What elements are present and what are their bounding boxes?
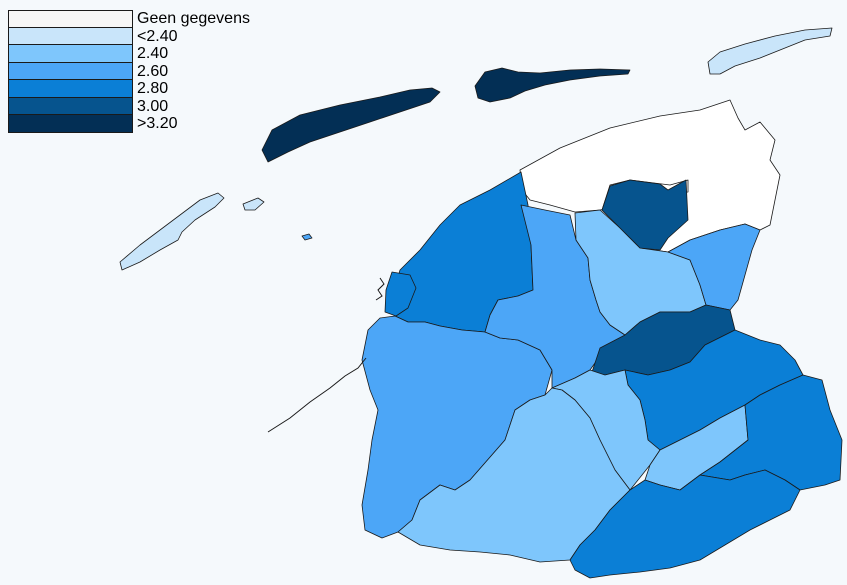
harlingen — [384, 271, 417, 317]
legend-label: 2.40 — [137, 45, 169, 63]
legend-item: 3.00 — [8, 97, 250, 115]
legend-swatch — [8, 97, 133, 115]
legend-label: 2.60 — [137, 62, 169, 80]
legend-swatch — [8, 45, 133, 63]
north-enclave — [601, 179, 689, 251]
legend-swatch — [8, 10, 133, 28]
legend-swatch — [8, 27, 133, 45]
legend-item: 2.40 — [8, 45, 250, 63]
legend-swatch — [8, 115, 133, 133]
island-vlieland — [119, 192, 225, 271]
legend-label: <2.40 — [137, 27, 178, 45]
legend-item: 2.60 — [8, 62, 250, 80]
map-legend: Geen gegevens <2.40 2.40 2.60 2.80 3.00 … — [8, 10, 250, 133]
southwest-region — [397, 387, 631, 563]
island-schiermonnikoog — [707, 27, 833, 75]
afsluitdijk-line — [267, 357, 367, 433]
northeast-region — [667, 223, 761, 311]
island-ameland — [474, 67, 631, 103]
island-vlieland-islet — [242, 197, 265, 211]
southeast-region — [569, 469, 801, 579]
legend-item: <2.40 — [8, 27, 250, 45]
legend-label: 3.00 — [137, 97, 169, 115]
legend-label: 2.80 — [137, 80, 169, 98]
legend-label: Geen gegevens — [137, 10, 250, 28]
rottumerplaat-islet — [301, 233, 313, 241]
legend-swatch — [8, 62, 133, 80]
east-region — [699, 374, 843, 491]
legend-item: 2.80 — [8, 80, 250, 98]
island-terschelling — [261, 87, 441, 163]
legend-item: Geen gegevens — [8, 10, 250, 28]
coastline-detail — [375, 277, 385, 301]
legend-item: >3.20 — [8, 115, 250, 133]
legend-label: >3.20 — [137, 115, 178, 133]
legend-swatch — [8, 80, 133, 98]
